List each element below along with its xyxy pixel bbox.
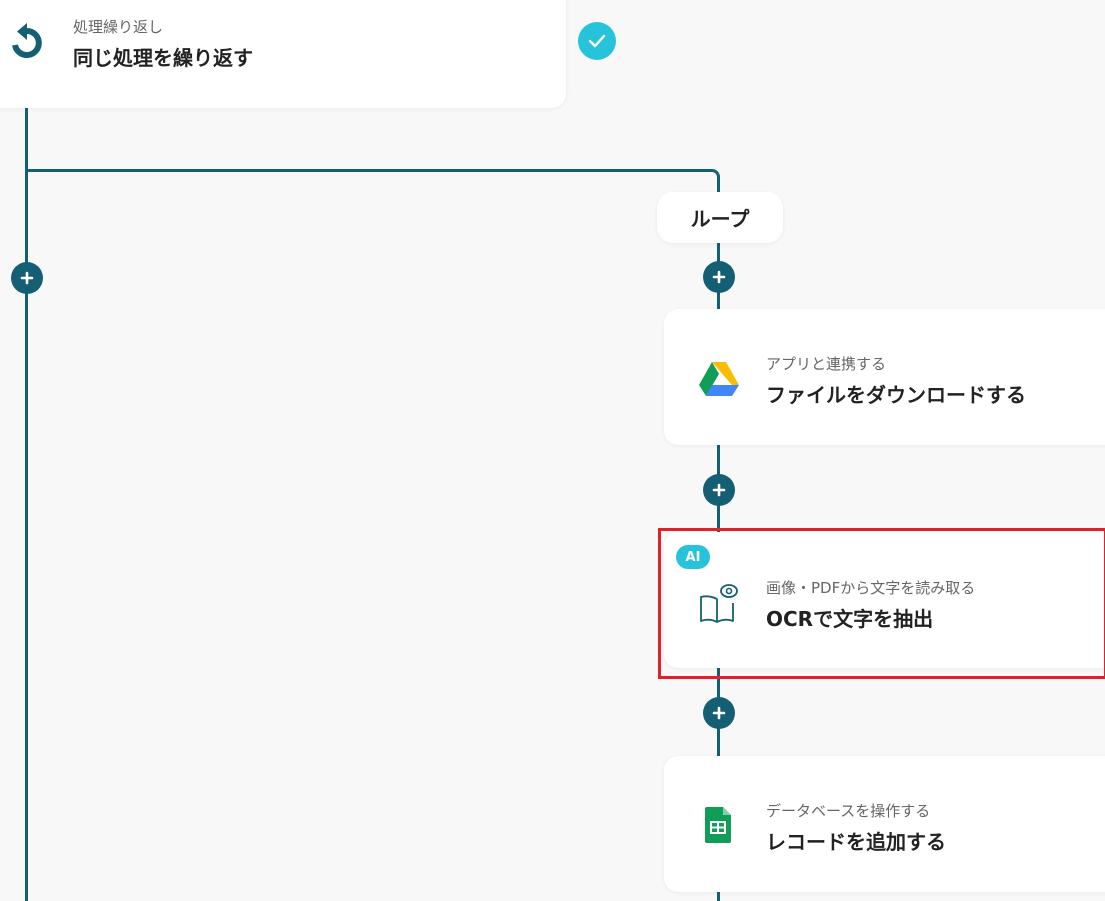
check-icon: [578, 22, 616, 60]
step-title: ファイルをダウンロードする: [766, 383, 1026, 407]
step-subtitle: アプリと連携する: [766, 355, 887, 373]
add-step-button-1[interactable]: [703, 261, 735, 293]
add-step-button-3[interactable]: [703, 697, 735, 729]
step-card-download-file[interactable]: [664, 309, 1105, 445]
google-sheets-icon: [704, 806, 732, 844]
plus-icon: [712, 483, 726, 497]
add-step-button-left[interactable]: [11, 262, 43, 294]
add-step-button-2[interactable]: [703, 474, 735, 506]
step-card-add-record[interactable]: [664, 756, 1105, 892]
left-connector-line: [25, 108, 28, 901]
step-title: OCRで文字を抽出: [766, 607, 934, 631]
loop-corner: [708, 169, 720, 181]
plus-icon: [20, 271, 34, 285]
loop-label: ループ: [657, 192, 783, 243]
refresh-icon: [6, 22, 48, 64]
repeat-node-title: 同じ処理を繰り返す: [73, 46, 253, 70]
step-title: レコードを追加する: [766, 830, 946, 854]
ocr-book-icon: [696, 580, 742, 626]
plus-icon: [712, 706, 726, 720]
plus-icon: [712, 270, 726, 284]
google-drive-icon: [698, 360, 740, 398]
step-subtitle: データベースを操作する: [766, 802, 931, 820]
repeat-node-card[interactable]: [0, 0, 566, 108]
repeat-node-subtitle: 処理繰り返し: [73, 18, 164, 36]
ai-badge: AI: [676, 545, 710, 569]
step-card-ocr[interactable]: [664, 532, 1105, 668]
loop-top-connector: [25, 169, 713, 172]
step-subtitle: 画像・PDFから文字を読み取る: [766, 579, 976, 597]
